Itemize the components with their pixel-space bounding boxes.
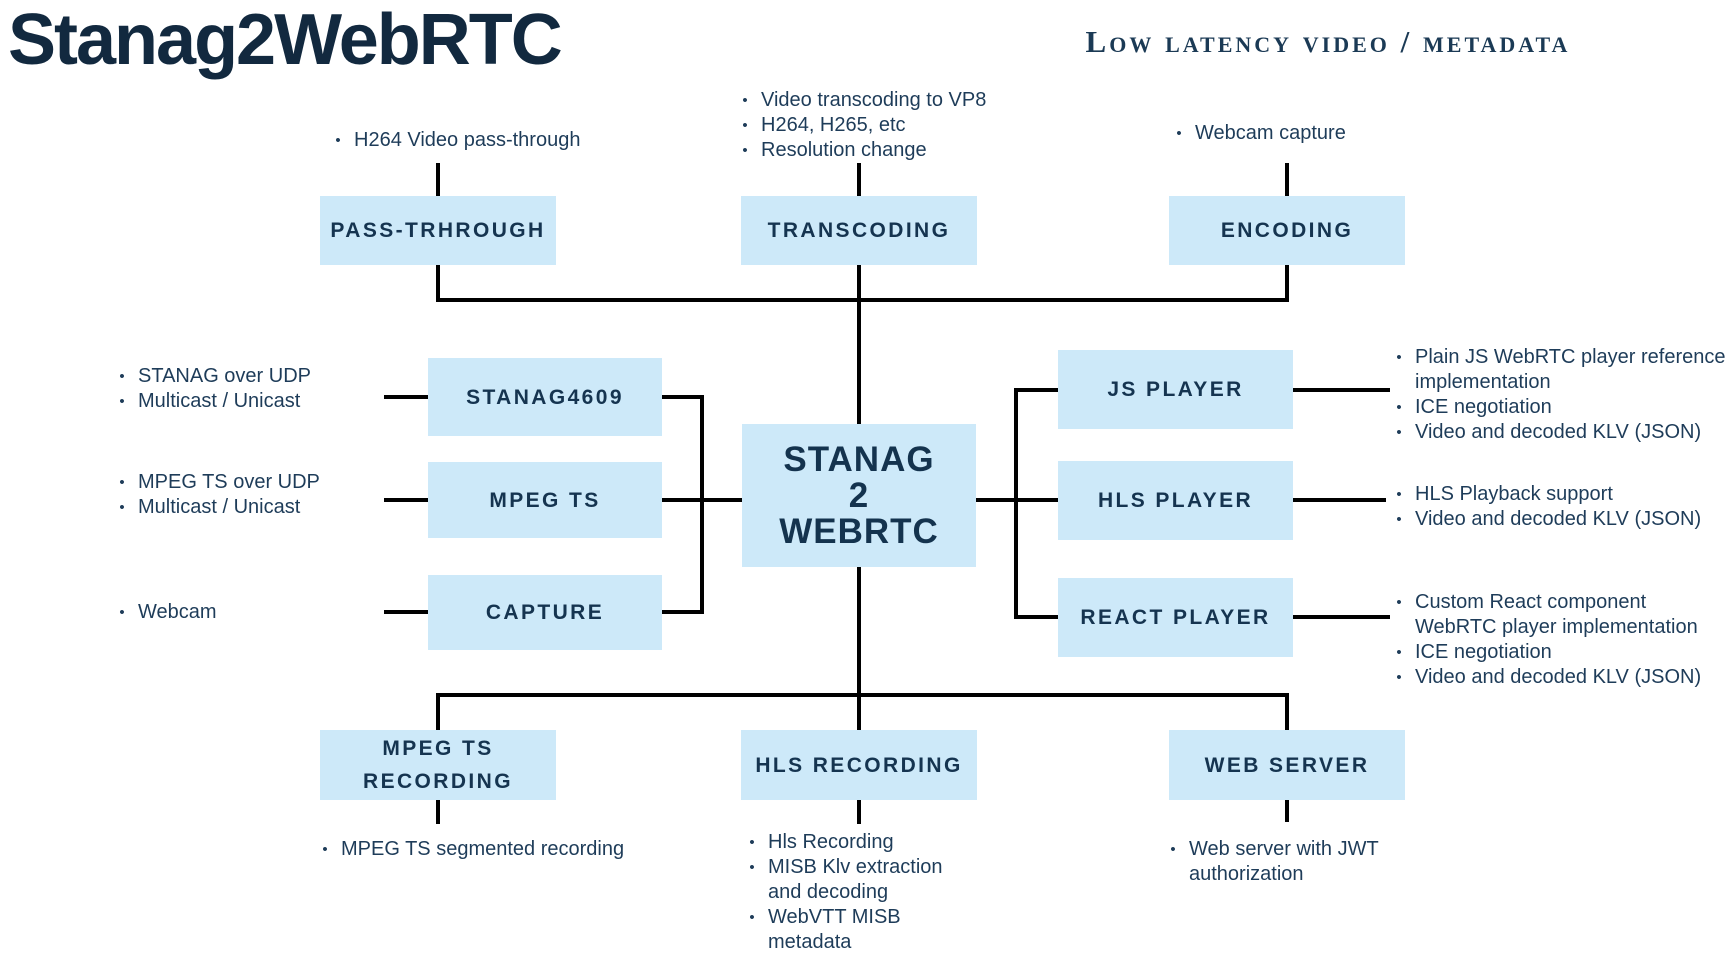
bullet-icon: •: [322, 841, 328, 858]
bullets-pass-through: •H264 Video pass-through: [331, 128, 631, 153]
bullets-capture: •Webcam: [115, 600, 315, 625]
bullet-icon: •: [742, 117, 748, 134]
node-js-player: JS PLAYER: [1058, 350, 1293, 429]
bullet-icon: •: [119, 474, 125, 491]
page-subtitle: Low latency video / metadata: [1085, 24, 1571, 59]
center-label-line1: STANAG: [783, 439, 935, 479]
node-transcoding: TRANSCODING: [741, 196, 977, 265]
bullets-react-player: •Custom React component WebRTC player im…: [1392, 590, 1702, 690]
node-mpeg-ts-recording: MPEG TS RECORDING: [320, 730, 556, 800]
bullets-js-player: •Plain JS WebRTC player reference implem…: [1392, 345, 1732, 445]
bullets-encoding: •Webcam capture: [1172, 121, 1432, 146]
bullet-icon: •: [119, 368, 125, 385]
node-hls-player: HLS PLAYER: [1058, 461, 1293, 540]
bullet-icon: •: [335, 132, 341, 149]
node-stanag4609: STANAG4609: [428, 358, 662, 436]
bullet-icon: •: [1396, 644, 1402, 661]
bullets-hls-recording: •Hls Recording •MISB Klv extraction and …: [745, 830, 970, 955]
bullet-icon: •: [1396, 424, 1402, 441]
center-label-line3: WEBRTC: [779, 511, 939, 551]
bullet-icon: •: [749, 859, 755, 876]
bullets-web-server: •Web server with JWT authorization: [1166, 837, 1406, 887]
bullet-icon: •: [742, 92, 748, 109]
page-title: Stanag2WebRTC: [8, 0, 563, 80]
bullet-icon: •: [119, 393, 125, 410]
bullet-icon: •: [1176, 125, 1182, 142]
bullet-icon: •: [749, 834, 755, 851]
node-encoding: ENCODING: [1169, 196, 1405, 265]
node-capture: CAPTURE: [428, 575, 662, 650]
bullets-transcoding: •Video transcoding to VP8 •H264, H265, e…: [738, 88, 1018, 163]
bullet-icon: •: [1170, 841, 1176, 858]
bullet-icon: •: [119, 499, 125, 516]
bullet-icon: •: [1396, 511, 1402, 528]
bullets-mpeg-ts: •MPEG TS over UDP •Multicast / Unicast: [115, 470, 375, 520]
node-web-server: WEB SERVER: [1169, 730, 1405, 800]
node-react-player: REACT PLAYER: [1058, 578, 1293, 657]
bullets-hls-player: •HLS Playback support •Video and decoded…: [1392, 482, 1732, 532]
node-mpeg-ts: MPEG TS: [428, 462, 662, 538]
bullet-icon: •: [1396, 594, 1402, 611]
bullet-icon: •: [119, 604, 125, 621]
bullet-icon: •: [742, 142, 748, 159]
node-stanag2webrtc: STANAG 2 WEBRTC: [742, 424, 976, 567]
bullets-mpeg-ts-recording: •MPEG TS segmented recording: [318, 837, 648, 862]
node-pass-through: PASS-TRHROUGH: [320, 196, 556, 265]
node-hls-recording: HLS RECORDING: [741, 730, 977, 800]
bullet-icon: •: [1396, 669, 1402, 686]
bullet-icon: •: [1396, 349, 1402, 366]
center-label-line2: 2: [848, 475, 870, 515]
bullet-icon: •: [749, 909, 755, 926]
bullets-stanag4609: •STANAG over UDP •Multicast / Unicast: [115, 364, 375, 414]
bullet-icon: •: [1396, 486, 1402, 503]
bullet-icon: •: [1396, 399, 1402, 416]
